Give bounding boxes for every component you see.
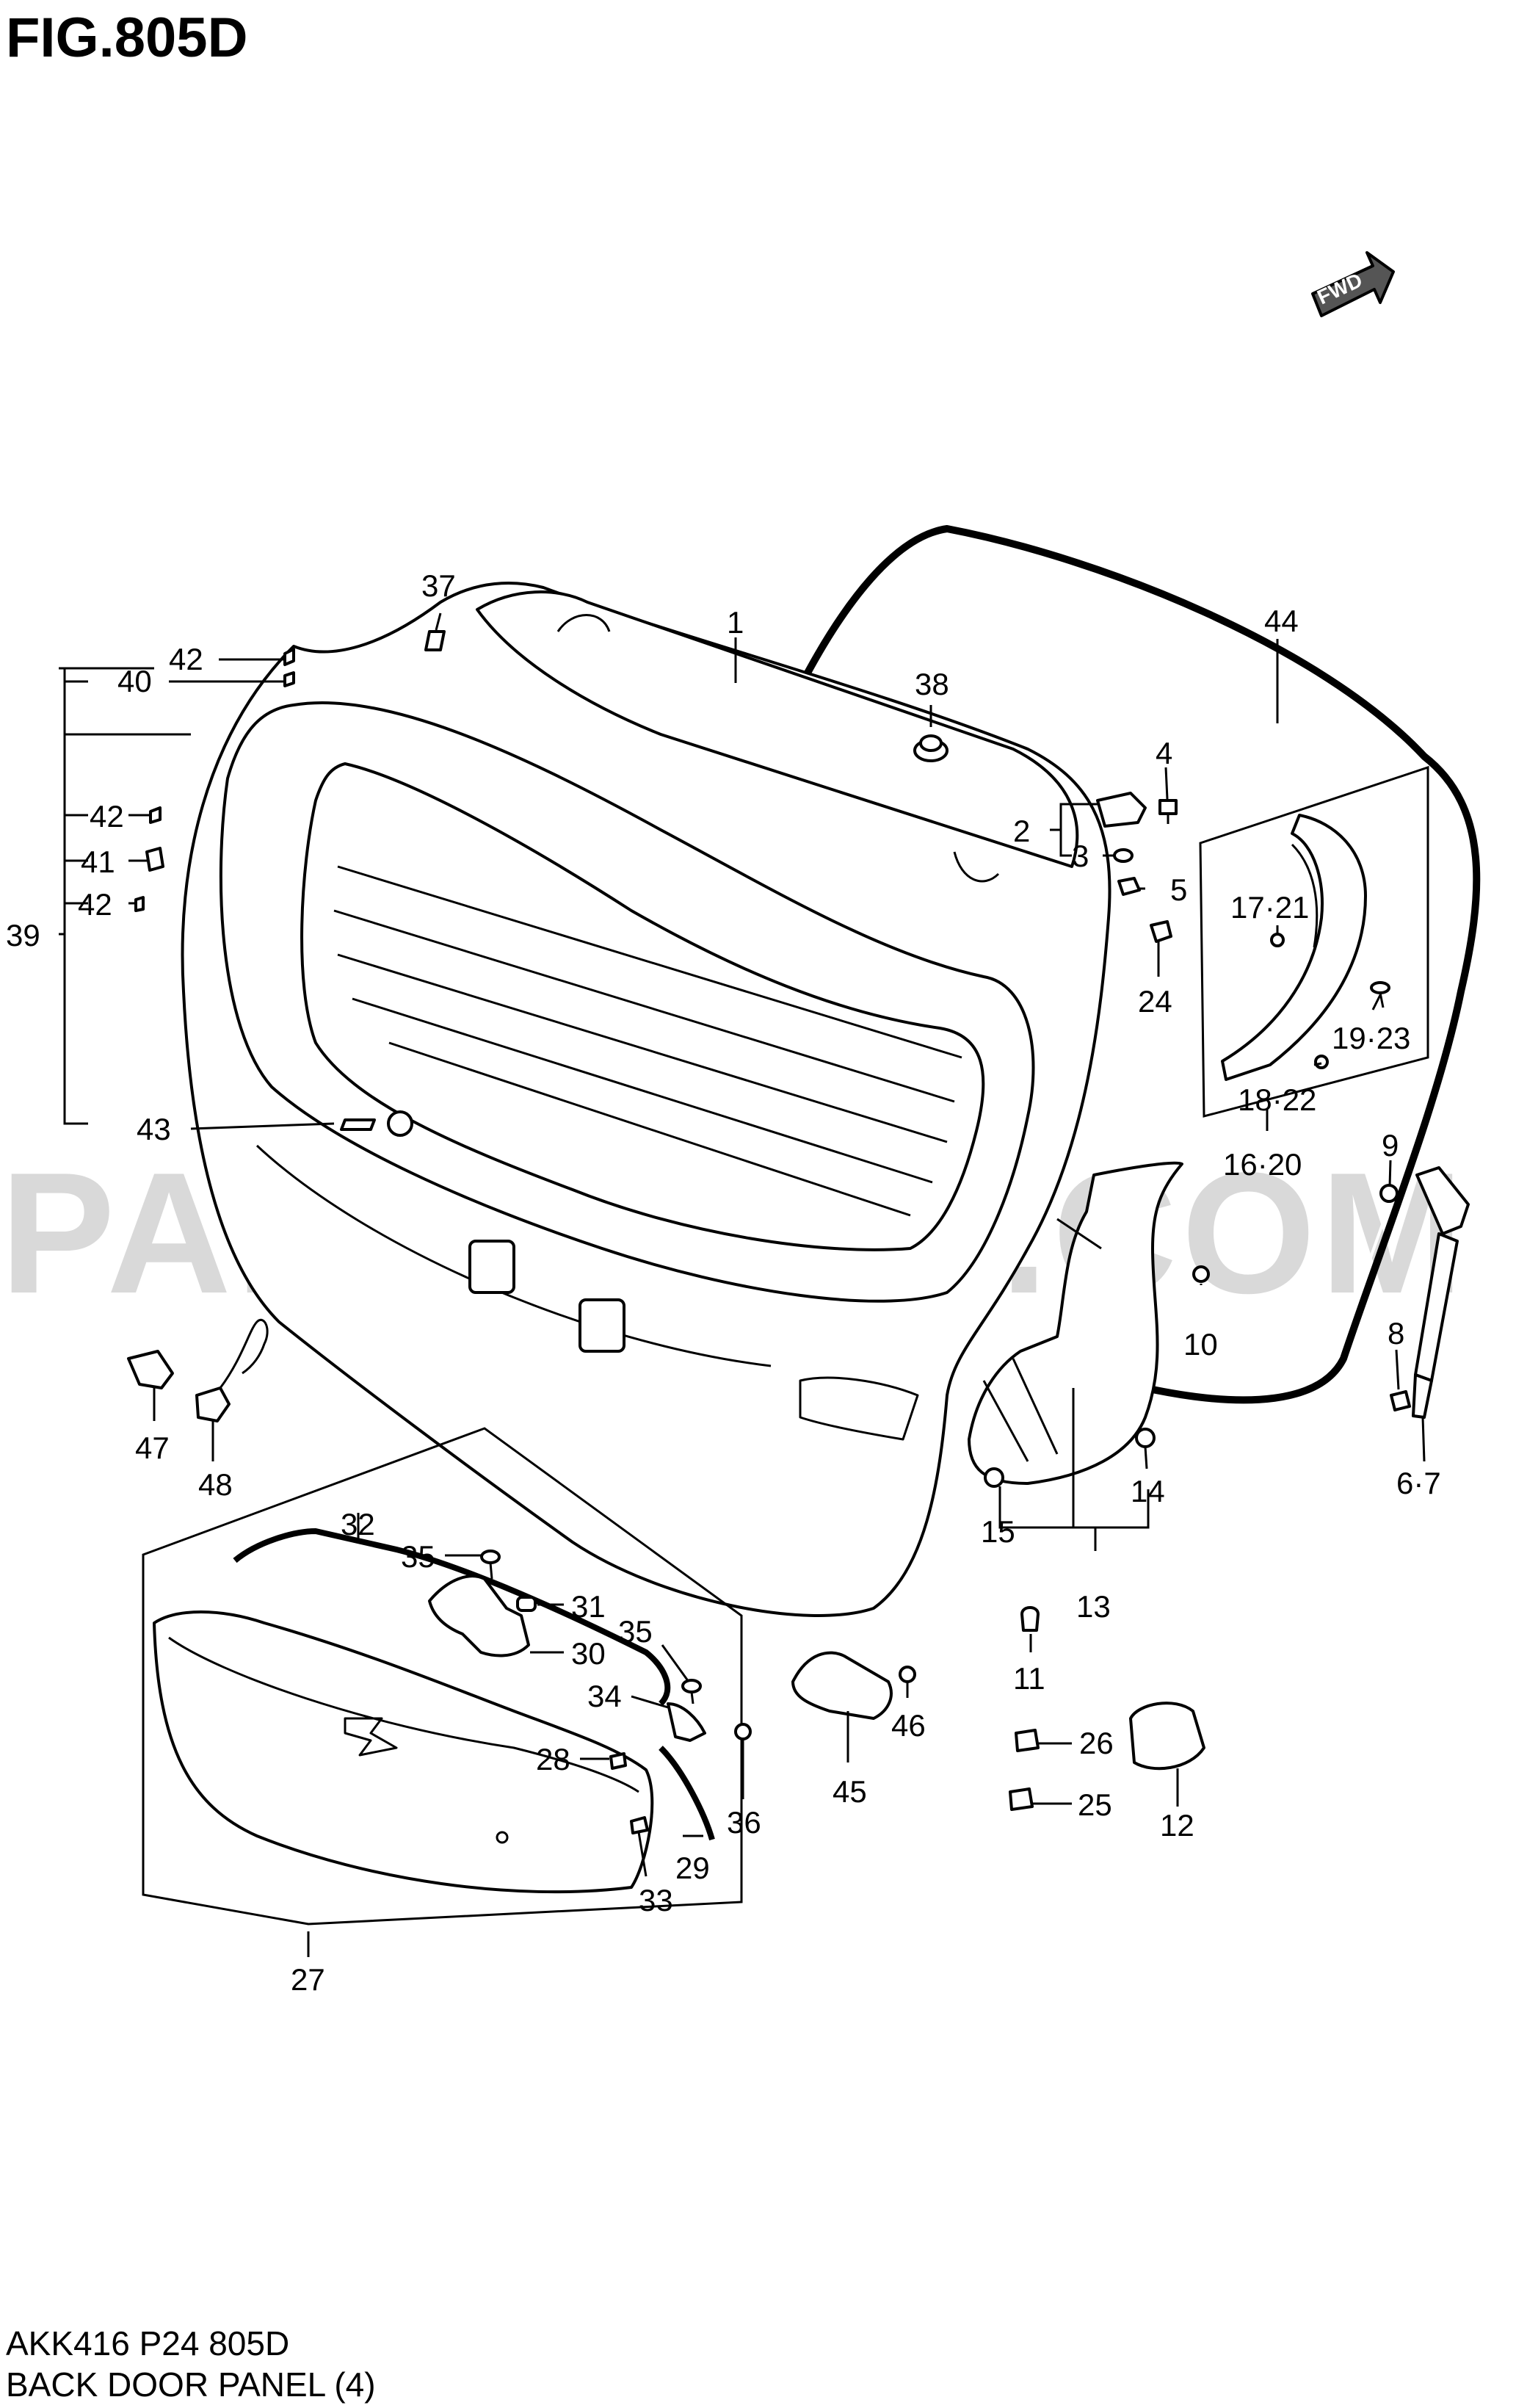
part-5-nut — [1117, 877, 1141, 896]
callout-47: 47 — [135, 1431, 170, 1465]
part-19-23-screw — [1370, 981, 1390, 1008]
callout-9: 9 — [1382, 1128, 1399, 1163]
part-27-garnish — [153, 1610, 654, 1894]
fwd-arrow-icon: FWD — [1311, 251, 1395, 317]
part-13-trim — [968, 1161, 1183, 1485]
part-8-bolt — [1390, 1390, 1411, 1411]
back-door-panel-1 — [181, 582, 1111, 1617]
callout-11: 11 — [1013, 1661, 1045, 1696]
callout-39: 39 — [6, 918, 40, 952]
part-47-lamp-lens — [127, 1350, 174, 1389]
part-11-clip — [1020, 1606, 1040, 1632]
garnish-box-frame — [142, 1427, 743, 1926]
part-15-clip — [984, 1467, 1004, 1488]
part-29-strip — [659, 1746, 715, 1841]
part-26-seal — [1015, 1729, 1040, 1752]
callout-44: 44 — [1264, 604, 1299, 638]
part-16-20-side-trim — [1221, 814, 1367, 1081]
part-37-clip — [424, 630, 446, 651]
trim-box-frame — [1199, 765, 1429, 1118]
callout-35-a: 35 — [401, 1539, 435, 1574]
callout-24: 24 — [1138, 984, 1172, 1019]
part-48-socket — [195, 1319, 269, 1422]
part-18-22-clip — [1314, 1055, 1329, 1069]
part-14-clip — [1135, 1428, 1156, 1448]
callout-28: 28 — [536, 1742, 570, 1776]
callout-1: 1 — [727, 605, 744, 640]
part-2-hinge — [1096, 792, 1147, 828]
callout-38: 38 — [915, 667, 949, 701]
callout-12: 12 — [1160, 1808, 1194, 1843]
callout-13: 13 — [1076, 1589, 1111, 1624]
part-34-bracket — [667, 1702, 706, 1742]
part-36-clip — [734, 1723, 752, 1740]
part-24-bolt — [1150, 920, 1172, 943]
part-31-bush — [516, 1596, 537, 1612]
callout-34: 34 — [587, 1679, 622, 1713]
callout-25: 25 — [1078, 1787, 1112, 1822]
part-45-latch — [791, 1651, 893, 1737]
leader-lines — [59, 612, 1426, 1957]
callout-41: 41 — [81, 845, 115, 879]
callout-33: 33 — [639, 1883, 673, 1917]
callout-2: 2 — [1013, 814, 1030, 848]
callout-36: 36 — [727, 1805, 761, 1840]
part-33-nut — [630, 1816, 649, 1834]
part-6-7-gas-strut — [1412, 1166, 1470, 1419]
part-9-clip — [1379, 1184, 1399, 1203]
callout-40: 40 — [117, 664, 152, 698]
callout-5: 5 — [1170, 872, 1187, 907]
callout-27: 27 — [291, 1962, 325, 1997]
callout-8: 8 — [1388, 1316, 1404, 1351]
callout-43: 43 — [137, 1112, 171, 1146]
callout-18-22: 18·22 — [1238, 1082, 1316, 1117]
part-17-21-clip — [1270, 933, 1285, 947]
callout-3: 3 — [1072, 839, 1089, 873]
callout-16-20: 16·20 — [1223, 1147, 1302, 1182]
part-3-washer — [1113, 848, 1134, 863]
part-28-clip — [609, 1752, 627, 1770]
callout-48: 48 — [198, 1467, 233, 1502]
callout-45: 45 — [833, 1774, 867, 1809]
figure-title: FIG.805D — [6, 7, 248, 69]
part-46-nut — [899, 1666, 916, 1683]
callout-30: 30 — [571, 1636, 606, 1671]
callout-26: 26 — [1079, 1726, 1114, 1760]
callout-31: 31 — [571, 1589, 606, 1624]
callout-37: 37 — [421, 568, 456, 603]
callout-19-23: 19·23 — [1332, 1021, 1410, 1055]
callout-35-b: 35 — [618, 1614, 653, 1649]
callout-42-b: 42 — [90, 799, 124, 834]
part-10-clip — [1192, 1265, 1210, 1283]
callout-42-a: 42 — [169, 642, 203, 676]
callout-32: 32 — [341, 1507, 375, 1541]
footer-code: AKK416 P24 805D — [6, 2324, 290, 2362]
part-30-bracket — [428, 1574, 530, 1657]
callout-15: 15 — [981, 1514, 1015, 1549]
weatherstrip-44 — [797, 525, 1481, 1404]
part-35-screw-b — [681, 1679, 702, 1704]
part-25-seal — [1009, 1787, 1034, 1811]
callout-17-21: 17·21 — [1230, 890, 1309, 925]
part-4-bolt — [1158, 799, 1178, 824]
part-35-screw-a — [480, 1550, 501, 1580]
callout-4: 4 — [1156, 736, 1172, 770]
callout-10: 10 — [1183, 1327, 1218, 1362]
part-27-emblem — [344, 1717, 398, 1757]
callout-29: 29 — [675, 1851, 710, 1885]
part-38-grommet — [913, 734, 949, 762]
callout-42-c: 42 — [78, 887, 112, 922]
part-12-lamp — [1129, 1702, 1205, 1771]
callout-46: 46 — [891, 1708, 926, 1743]
callout-14: 14 — [1131, 1474, 1165, 1508]
footer-name: BACK DOOR PANEL (4) — [6, 2365, 376, 2404]
small-tabs — [134, 648, 295, 912]
callout-6-7: 6·7 — [1396, 1466, 1441, 1500]
